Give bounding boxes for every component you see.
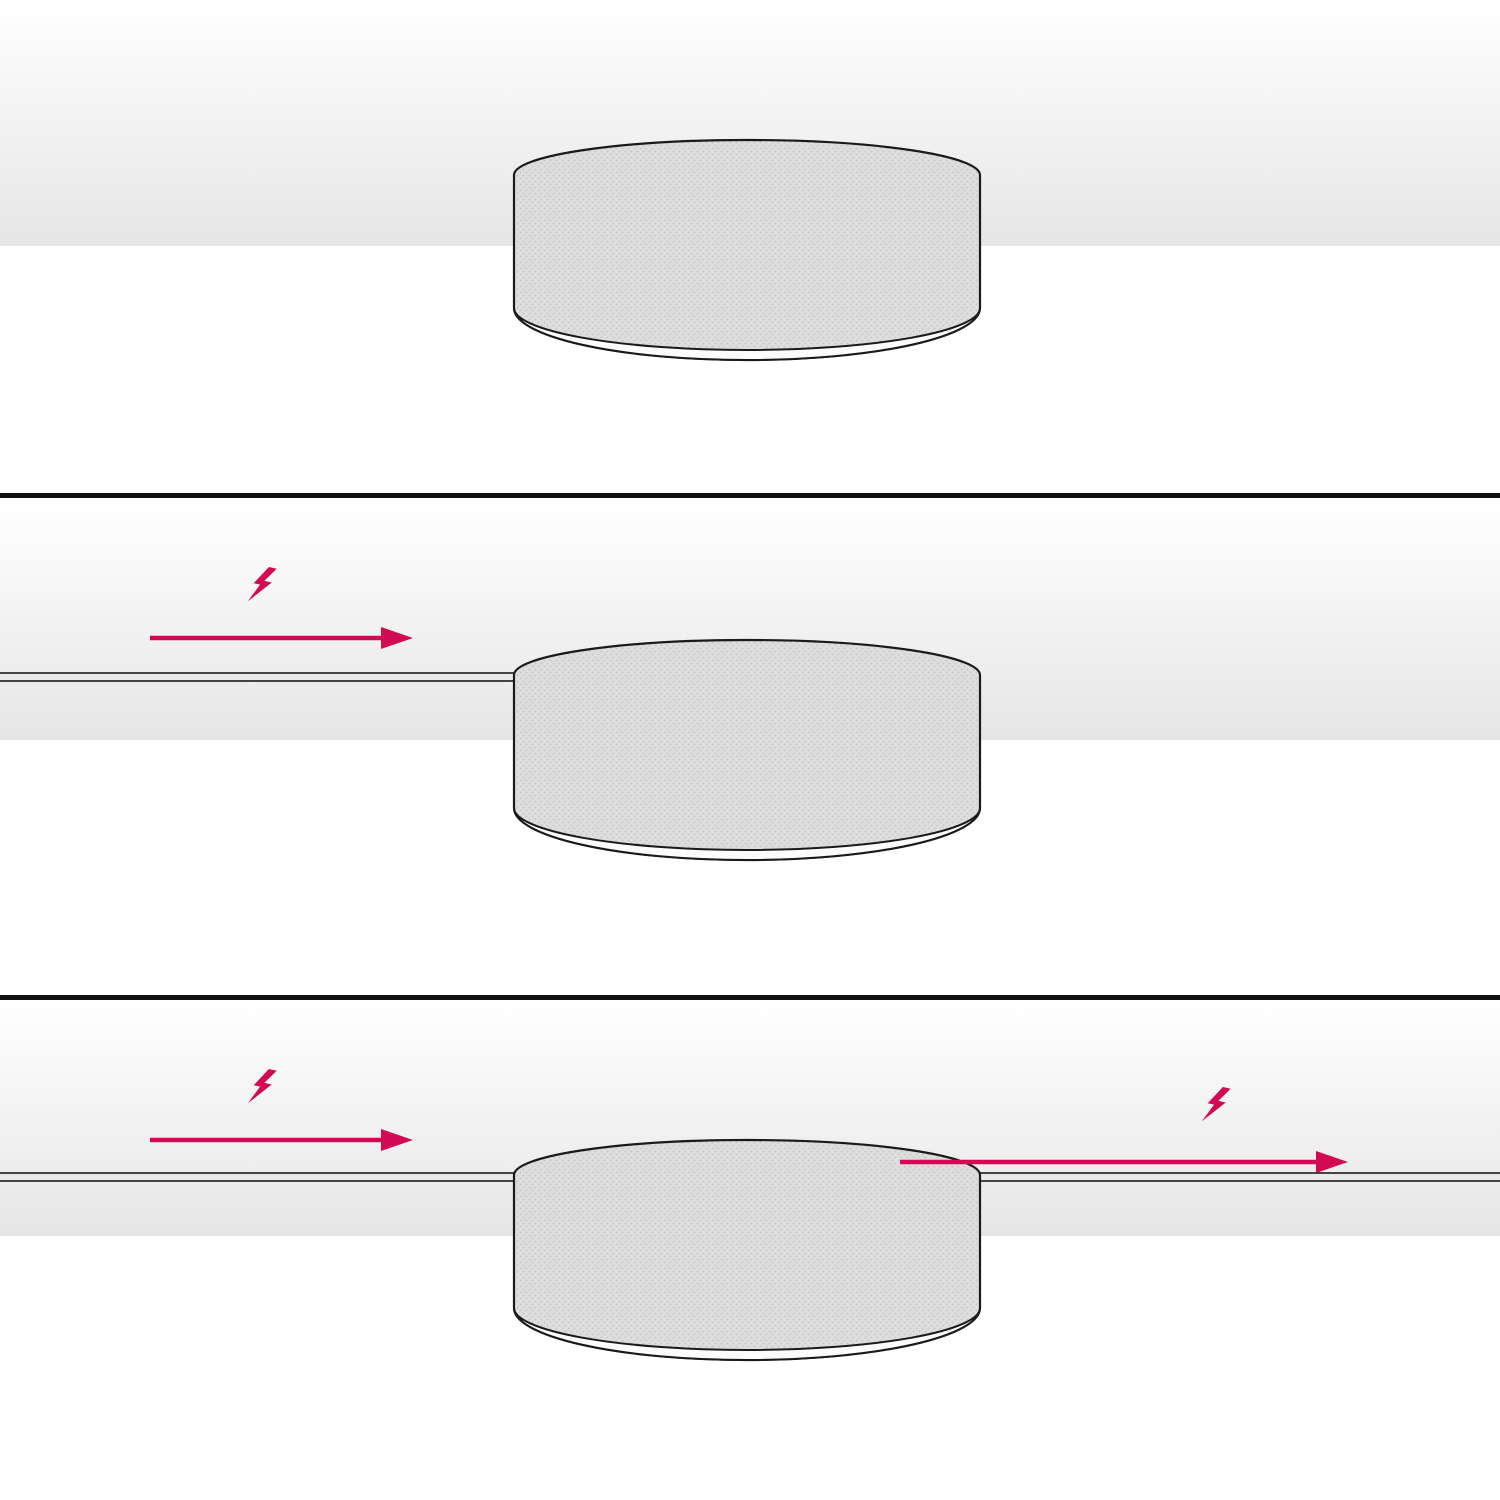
panel-lamp-cable-entering-left [0,500,1500,862]
panel-divider [0,493,1500,498]
panel-lamp-no-cable [0,0,1500,362]
power-cable-left [0,1172,546,1182]
panel-divider [0,995,1500,1000]
power-cable-right [954,1172,1500,1182]
drum-lampshade [512,638,982,862]
panel-lamp-cable-pass-through [0,1000,1500,1362]
power-cable-left [0,672,546,682]
drum-lampshade [512,138,982,362]
drum-lampshade [512,1138,982,1362]
